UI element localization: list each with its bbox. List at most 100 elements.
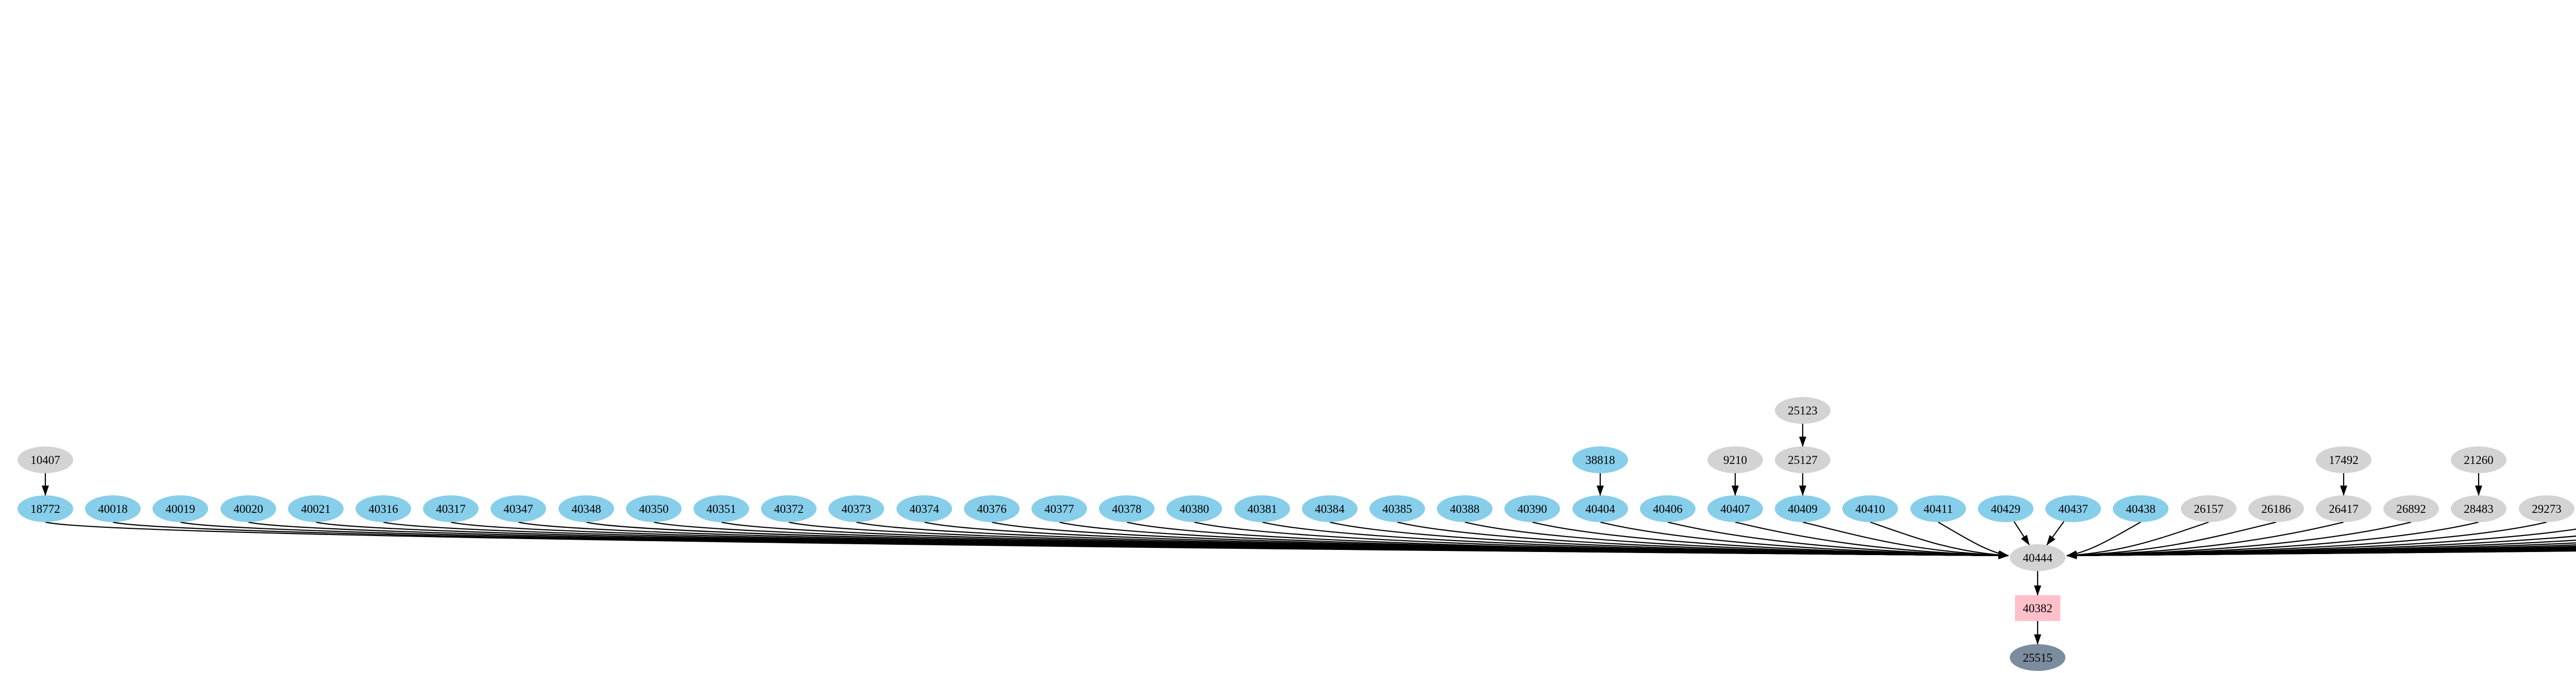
graph-node-40410: 40410 bbox=[1842, 495, 1898, 522]
graph-node-40404: 40404 bbox=[1572, 495, 1628, 522]
node-ellipse bbox=[423, 495, 479, 522]
node-label: 40388 bbox=[1450, 503, 1480, 515]
graph-node-40021: 40021 bbox=[288, 495, 344, 522]
node-ellipse bbox=[1572, 495, 1628, 522]
node-label: 40317 bbox=[436, 503, 466, 515]
graph-edge-40411-40444 bbox=[1938, 522, 2009, 558]
node-ellipse bbox=[355, 495, 411, 522]
graph-node-25515: 25515 bbox=[2010, 644, 2065, 671]
graph-node-40372: 40372 bbox=[761, 495, 817, 522]
node-label: 40409 bbox=[1788, 503, 1818, 515]
graph-node-40437: 40437 bbox=[2045, 495, 2101, 522]
graph-node-17492: 17492 bbox=[2316, 446, 2371, 473]
node-label: 26892 bbox=[2396, 503, 2426, 515]
node-label: 29273 bbox=[2532, 503, 2562, 515]
node-label: 40410 bbox=[1855, 503, 1885, 515]
edges-layer bbox=[42, 424, 2576, 645]
node-ellipse bbox=[2045, 495, 2101, 522]
graph-node-9210: 9210 bbox=[1707, 446, 1763, 473]
graph-node-26417: 26417 bbox=[2316, 495, 2371, 522]
node-label: 18772 bbox=[30, 503, 60, 515]
node-ellipse bbox=[1707, 495, 1763, 522]
graph-node-40384: 40384 bbox=[1302, 495, 1358, 522]
node-label: 26186 bbox=[2261, 503, 2291, 515]
node-label: 40438 bbox=[2126, 503, 2156, 515]
node-ellipse bbox=[1369, 495, 1425, 522]
node-label: 25515 bbox=[2023, 651, 2053, 664]
node-label: 40372 bbox=[774, 503, 804, 515]
node-label: 40373 bbox=[841, 503, 871, 515]
graph-node-25127: 25127 bbox=[1775, 446, 1831, 473]
node-ellipse bbox=[490, 495, 546, 522]
node-ellipse bbox=[288, 495, 344, 522]
node-ellipse bbox=[1978, 495, 2033, 522]
graph-node-40390: 40390 bbox=[1504, 495, 1560, 522]
node-label: 17492 bbox=[2329, 454, 2359, 467]
node-ellipse bbox=[626, 495, 682, 522]
graph-node-40388: 40388 bbox=[1437, 495, 1493, 522]
graph-node-28483: 28483 bbox=[2451, 495, 2506, 522]
node-ellipse bbox=[1775, 495, 1831, 522]
graph-node-26186: 26186 bbox=[2248, 495, 2304, 522]
graph-node-40438: 40438 bbox=[2113, 495, 2168, 522]
node-ellipse bbox=[221, 495, 276, 522]
node-box bbox=[2015, 595, 2060, 621]
node-ellipse bbox=[2316, 446, 2371, 473]
graph-node-40409: 40409 bbox=[1775, 495, 1831, 522]
node-label: 40437 bbox=[2058, 503, 2088, 515]
graph-node-40378: 40378 bbox=[1099, 495, 1155, 522]
graph-node-10407: 10407 bbox=[18, 446, 73, 473]
node-ellipse bbox=[1707, 446, 1763, 473]
node-label: 26157 bbox=[2194, 503, 2224, 515]
graph-node-40373: 40373 bbox=[828, 495, 884, 522]
graph-node-40374: 40374 bbox=[896, 495, 952, 522]
graph-node-40385: 40385 bbox=[1369, 495, 1425, 522]
graph-node-26157: 26157 bbox=[2181, 495, 2236, 522]
node-ellipse bbox=[1166, 495, 1222, 522]
graph-edge-40429-40444 bbox=[2013, 521, 2030, 546]
node-ellipse bbox=[1504, 495, 1560, 522]
node-ellipse bbox=[1031, 495, 1087, 522]
node-ellipse bbox=[693, 495, 749, 522]
node-ellipse bbox=[2519, 495, 2574, 522]
node-ellipse bbox=[2113, 495, 2168, 522]
node-ellipse bbox=[896, 495, 952, 522]
node-ellipse bbox=[18, 446, 73, 473]
node-label: 40382 bbox=[2023, 602, 2053, 615]
graph-node-40380: 40380 bbox=[1166, 495, 1222, 522]
graph-edge-40437-40444 bbox=[2046, 521, 2065, 546]
graph-node-21260: 21260 bbox=[2451, 446, 2506, 473]
node-label: 40390 bbox=[1517, 503, 1547, 515]
node-ellipse bbox=[2181, 495, 2236, 522]
graph-node-40444: 40444 bbox=[2010, 544, 2065, 571]
node-ellipse bbox=[2316, 495, 2371, 522]
node-ellipse bbox=[1572, 446, 1628, 473]
node-ellipse bbox=[152, 495, 208, 522]
graph-node-40020: 40020 bbox=[221, 495, 276, 522]
graph-node-40382: 40382 bbox=[2015, 595, 2060, 621]
node-label: 9210 bbox=[1723, 454, 1747, 467]
node-ellipse bbox=[1437, 495, 1493, 522]
graph-edge-40404-40444 bbox=[1600, 521, 2009, 559]
node-label: 40377 bbox=[1044, 503, 1074, 515]
node-ellipse bbox=[2010, 644, 2065, 671]
node-ellipse bbox=[1775, 397, 1831, 424]
graph-node-40406: 40406 bbox=[1640, 495, 1696, 522]
node-ellipse bbox=[964, 495, 1020, 522]
node-label: 40407 bbox=[1720, 503, 1750, 515]
node-label: 40347 bbox=[503, 503, 533, 515]
node-label: 25127 bbox=[1788, 454, 1818, 467]
graph-node-40350: 40350 bbox=[626, 495, 682, 522]
node-label: 40385 bbox=[1382, 503, 1412, 515]
node-label: 10407 bbox=[30, 454, 60, 467]
graph-node-40316: 40316 bbox=[355, 495, 411, 522]
graph-edge-26157-40444 bbox=[2066, 521, 2209, 559]
node-ellipse bbox=[18, 495, 73, 522]
graph-edge-40410-40444 bbox=[1870, 521, 2009, 559]
graph-node-40411: 40411 bbox=[1910, 495, 1966, 522]
graph-edge-40405-40444 bbox=[2066, 550, 2576, 559]
graph-node-26892: 26892 bbox=[2383, 495, 2439, 522]
node-ellipse bbox=[1099, 495, 1155, 522]
node-ellipse bbox=[828, 495, 884, 522]
